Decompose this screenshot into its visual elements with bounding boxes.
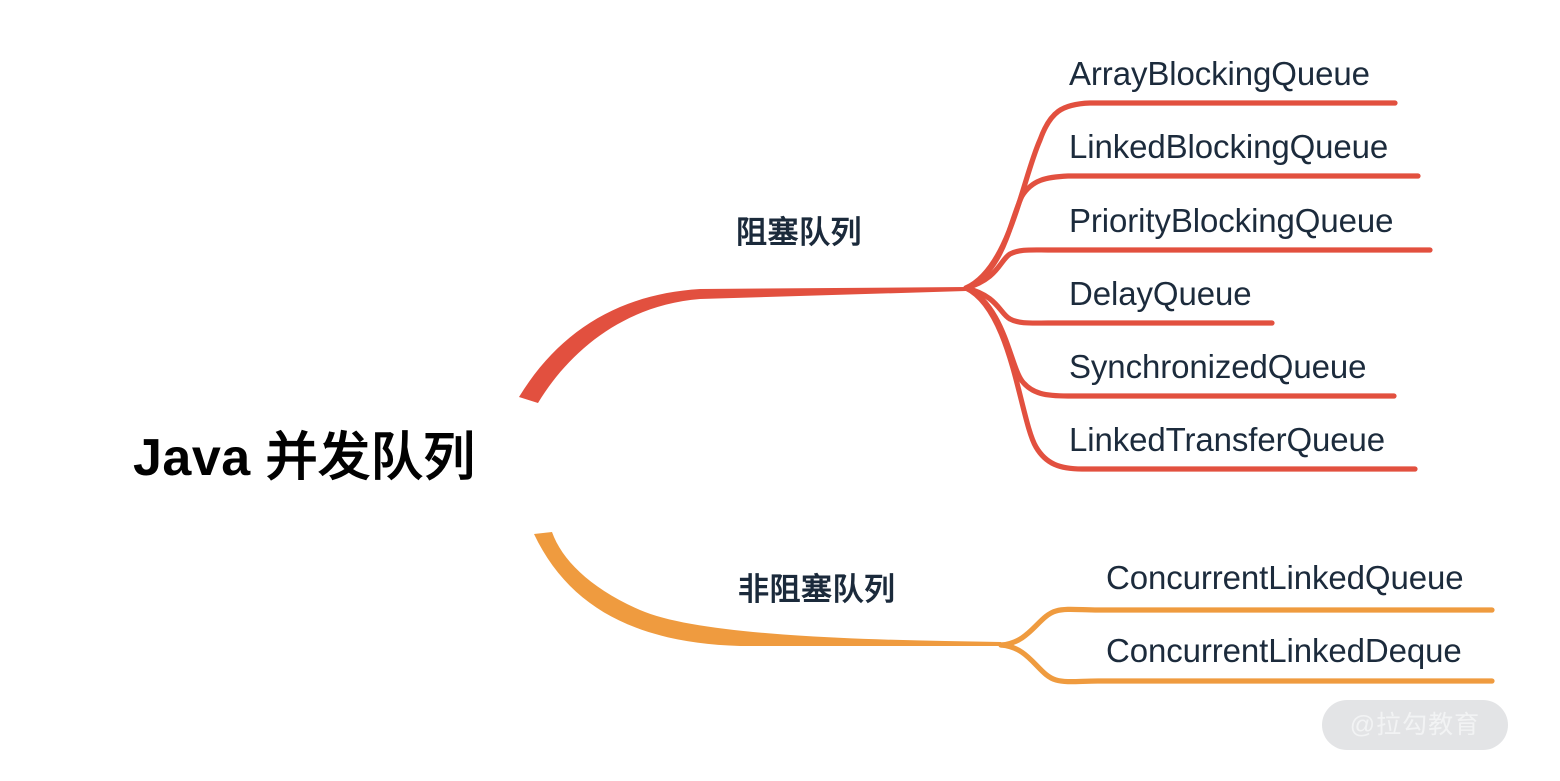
branch-label-non-blocking-queue[interactable]: 非阻塞队列 (738, 572, 896, 607)
leaf-label-synchronized-queue[interactable]: SynchronizedQueue (1069, 348, 1367, 385)
leaf-label-delay-queue[interactable]: DelayQueue (1069, 275, 1252, 312)
leaf-label-concurrent-linked-deque[interactable]: ConcurrentLinkedDeque (1106, 632, 1462, 669)
leaf-label-priority-blocking-queue[interactable]: PriorityBlockingQueue (1069, 202, 1394, 239)
leaf-label-linked-transfer-queue[interactable]: LinkedTransferQueue (1069, 421, 1386, 458)
trunk-blocking (519, 287, 966, 403)
leaf-label-array-blocking-queue[interactable]: ArrayBlockingQueue (1069, 55, 1370, 92)
watermark-badge: @拉勾教育 (1322, 700, 1508, 750)
leaf-label-concurrent-linked-queue[interactable]: ConcurrentLinkedQueue (1106, 559, 1464, 596)
watermark-text: @拉勾教育 (1349, 710, 1481, 739)
branch-label-blocking-queue[interactable]: 阻塞队列 (736, 215, 862, 250)
leaf-label-linked-blocking-queue[interactable]: LinkedBlockingQueue (1069, 128, 1389, 165)
root-node-label[interactable]: Java 并发队列 (133, 429, 476, 487)
